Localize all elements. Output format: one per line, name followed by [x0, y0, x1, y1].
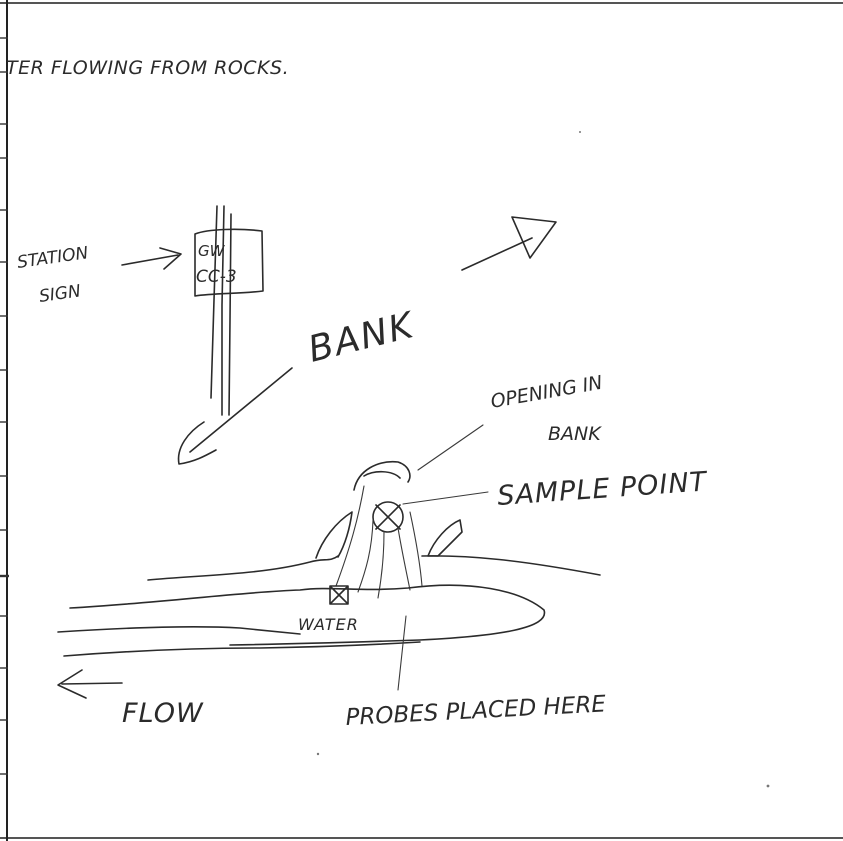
margin-ticks [0, 37, 9, 775]
sign-board [194, 228, 264, 297]
probe-leader-line [397, 615, 407, 691]
top-note: TER FLOWING FROM ROCKS. [6, 57, 289, 79]
sign-post [210, 205, 232, 416]
station-sign-label-line1: STATION [16, 243, 90, 273]
opening-annotation: OPENING IN BANK [417, 372, 604, 471]
sign-text-line1: GW [198, 242, 226, 260]
sign-text-line2: CC-3 [196, 267, 237, 287]
bank-arrow-lower-head [177, 421, 217, 465]
opening-leader-line [417, 424, 484, 471]
opening-label-line2: BANK [548, 423, 602, 445]
sample-point-label: SAMPLE POINT [496, 466, 709, 512]
opening-arch [353, 461, 411, 491]
probe-box [329, 585, 349, 605]
water-label: WATER [298, 615, 359, 634]
stream-bottom-bank [63, 641, 421, 657]
probes-label: PROBES PLACED HERE [345, 691, 607, 731]
station-sign-label-line2: SIGN [38, 281, 82, 307]
stream [57, 555, 601, 657]
flow-arrow [57, 669, 123, 699]
stream-lower-bank [57, 625, 301, 635]
bank-label: BANK [304, 305, 419, 371]
stream-right-upper-bank [421, 555, 601, 576]
spring-flow-lines [335, 485, 423, 599]
bank-arrow: BANK [177, 216, 557, 465]
flow-indicator: FLOW [57, 669, 204, 729]
bank-arrow-upper-line [461, 237, 533, 271]
probe-cross [330, 586, 348, 604]
bank-arrow-upper-head [511, 216, 557, 259]
stream-upper-bank [147, 555, 339, 581]
left-rock [315, 511, 353, 559]
probe-marker: WATER [298, 585, 407, 691]
paper-specks [316, 131, 770, 788]
rock-outcrops [315, 511, 463, 559]
right-rock [427, 519, 463, 557]
station-sign: GW CC-3 STATION SIGN [16, 205, 264, 416]
opening-label-line1: OPENING IN [489, 372, 604, 413]
flow-label: FLOW [122, 698, 204, 729]
bank-arrow-lower-line [189, 367, 293, 453]
sample-point: SAMPLE POINT [353, 461, 710, 533]
sample-point-cross [375, 504, 401, 530]
sample-point-leader [402, 491, 489, 505]
station-sign-arrow [121, 247, 182, 270]
stream-inner-upper [69, 584, 546, 646]
sample-point-marker [372, 501, 404, 533]
